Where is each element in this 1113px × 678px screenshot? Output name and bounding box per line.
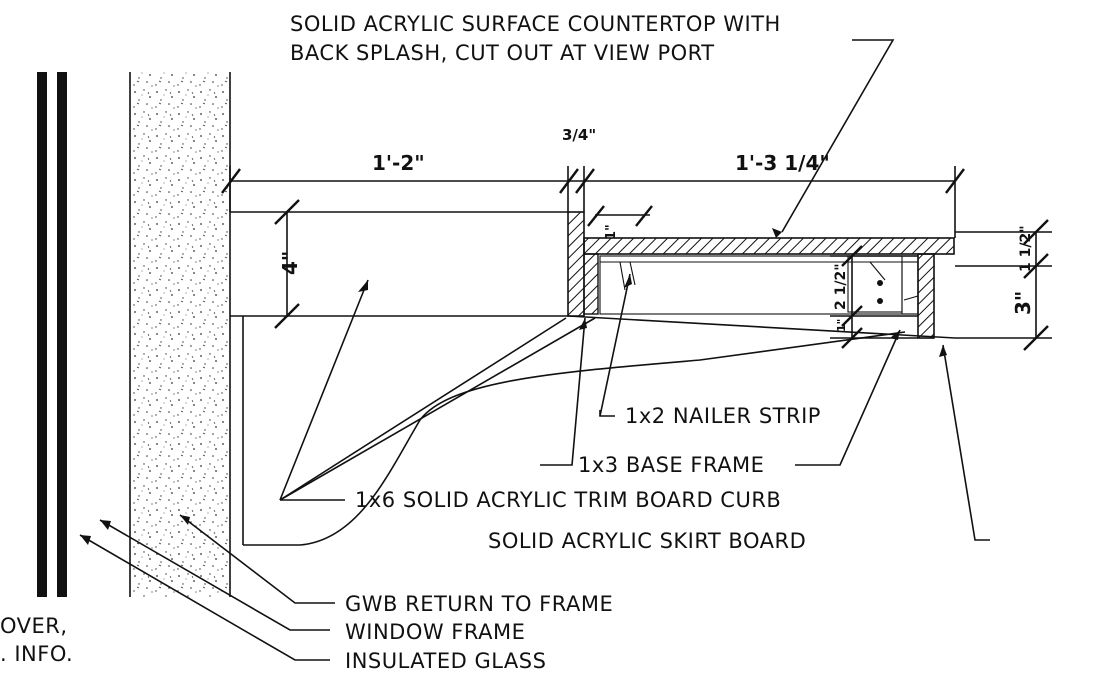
trim-board-label: 1x6 SOLID ACRYLIC TRIM BOARD CURB bbox=[355, 488, 781, 512]
nailer-strip-label: 1x2 NAILER STRIP bbox=[625, 404, 821, 428]
dimension-texts: 1'-2" 3/4" 1'-3 1/4" 4" 1" 1 1/2" 2 1/2"… bbox=[278, 126, 1035, 332]
gwb-wall-section bbox=[129, 72, 231, 597]
insulated-glass-label: INSULATED GLASS bbox=[345, 649, 546, 673]
leader-lines bbox=[79, 39, 990, 661]
window-frame-label: WINDOW FRAME bbox=[345, 620, 525, 644]
countertop-label-line1: SOLID ACRYLIC SURFACE COUNTERTOP WITH bbox=[290, 12, 781, 36]
annotation-labels: SOLID ACRYLIC SURFACE COUNTERTOP WITH BA… bbox=[0, 12, 821, 673]
dim-base-gap: 1" bbox=[835, 319, 848, 332]
dim-total-right: 3" bbox=[1011, 291, 1035, 315]
dim-height-left: 4" bbox=[278, 251, 302, 275]
countertop-label-line2: BACK SPLASH, CUT OUT AT VIEW PORT bbox=[290, 41, 715, 65]
dimension-lines bbox=[221, 166, 1052, 351]
dim-lip: 1" bbox=[604, 224, 619, 240]
base-frame bbox=[599, 255, 919, 315]
skirt-board-label: SOLID ACRYLIC SKIRT BOARD bbox=[488, 529, 806, 553]
skirt-board bbox=[917, 253, 935, 339]
dim-top-right: 1 1/2" bbox=[1018, 225, 1034, 272]
partial-note-line1: OVER, bbox=[0, 614, 68, 638]
dim-span-left: 1'-2" bbox=[372, 151, 425, 175]
gwb-return-label: GWB RETURN TO FRAME bbox=[345, 592, 613, 616]
trim-board-curb bbox=[567, 211, 585, 317]
base-frame-label: 1x3 BASE FRAME bbox=[578, 453, 764, 477]
partial-note-line2: . INFO. bbox=[0, 642, 73, 666]
dim-trim: 3/4" bbox=[562, 126, 596, 144]
dim-frame-height: 2 1/2" bbox=[833, 263, 849, 310]
insulated-glass bbox=[37, 72, 67, 597]
countertop bbox=[583, 237, 955, 315]
dim-span-right: 1'-3 1/4" bbox=[735, 151, 830, 175]
